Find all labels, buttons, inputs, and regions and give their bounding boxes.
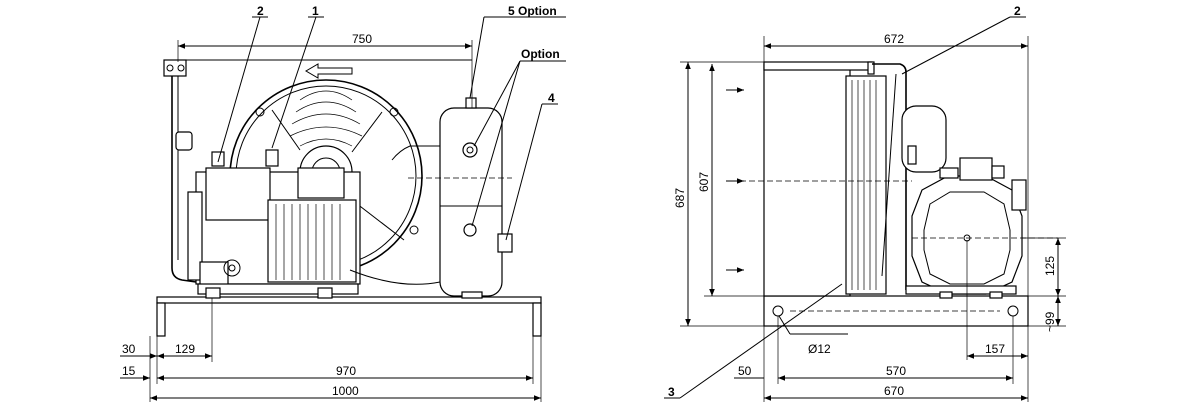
dim-side-570: 570 bbox=[886, 364, 906, 378]
dim-side-157: 157 bbox=[985, 342, 1005, 356]
side-compressor bbox=[901, 105, 1058, 299]
dim-side-125: 125 bbox=[1043, 256, 1057, 276]
dim-side-99: ~99 bbox=[1043, 311, 1057, 332]
side-view: 2 3 672 687 607 125 ~99 bbox=[664, 4, 1066, 402]
side-airflow-arrows bbox=[726, 87, 744, 273]
callout-side-3: 3 bbox=[668, 385, 675, 399]
front-dimensions: 750 30 129 15 970 1000 bbox=[120, 32, 542, 402]
airflow-arrow bbox=[305, 63, 353, 79]
dim-front-970: 970 bbox=[336, 364, 356, 378]
side-dimensions: 672 687 607 125 ~99 Ø12 157 bbox=[673, 32, 1066, 402]
front-view: 2 1 5 Option Option 4 750 bbox=[120, 4, 566, 402]
dim-front-1000: 1000 bbox=[332, 384, 359, 398]
callout-front-5-option: 5 Option bbox=[508, 4, 557, 18]
receiver-front bbox=[391, 97, 513, 299]
dim-side-670: 670 bbox=[884, 384, 904, 398]
dim-side-hole: Ø12 bbox=[808, 342, 831, 356]
front-callouts: 2 1 5 Option Option 4 bbox=[217, 4, 566, 241]
dim-front-129: 129 bbox=[175, 342, 195, 356]
dim-front-750: 750 bbox=[352, 32, 372, 46]
callout-side-2: 2 bbox=[1014, 4, 1021, 18]
callout-front-4: 4 bbox=[548, 91, 555, 105]
callout-front-1: 1 bbox=[312, 4, 319, 18]
front-condenser-pipe bbox=[163, 59, 472, 283]
callout-front-2: 2 bbox=[257, 4, 264, 18]
front-base-frame bbox=[156, 296, 542, 337]
dim-side-607: 607 bbox=[697, 172, 711, 192]
dim-side-50: 50 bbox=[738, 364, 752, 378]
dim-side-687: 687 bbox=[673, 188, 687, 208]
dim-front-15: 15 bbox=[122, 364, 136, 378]
side-condenser bbox=[740, 61, 912, 297]
callout-front-option: Option bbox=[521, 47, 560, 61]
dim-side-672: 672 bbox=[884, 32, 904, 46]
compressor-front bbox=[187, 149, 441, 299]
dim-front-30: 30 bbox=[122, 342, 136, 356]
